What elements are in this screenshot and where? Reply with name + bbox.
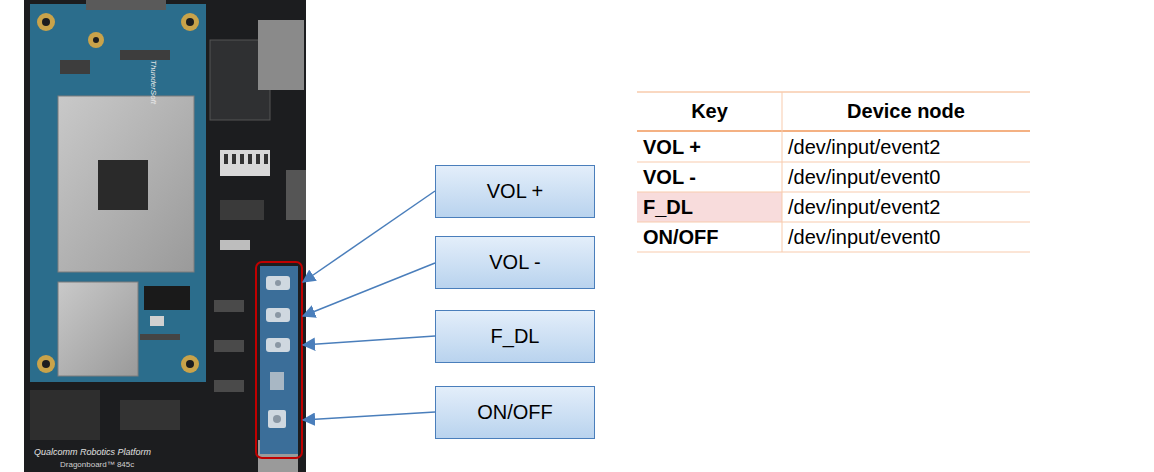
callout-label: VOL - [479, 251, 551, 274]
table-rule [637, 162, 1030, 163]
silkscreen-text: ThunderSoft [148, 60, 160, 150]
table-rule [637, 130, 1030, 132]
callout-box: ON/OFF [435, 386, 595, 439]
table-rule [637, 192, 1030, 193]
table-cell: F_DL [637, 192, 782, 222]
carrier-board [24, 0, 306, 472]
sd-slot [258, 20, 304, 90]
leader-arrow [303, 263, 435, 316]
callout-box: F_DL [435, 310, 595, 363]
table-rule [637, 92, 1030, 93]
silkscreen-text: Dragonboard™ 845c [60, 458, 210, 470]
table-cell: /dev/input/event2 [782, 192, 1030, 222]
silkscreen-text: Qualcomm Robotics Platform [34, 446, 204, 458]
dip-switch [220, 150, 270, 176]
rf-shield [58, 282, 138, 376]
callout-label: VOL + [477, 180, 554, 203]
rf-shield [58, 96, 194, 272]
table-rule [782, 92, 783, 252]
table-cell: ON/OFF [637, 222, 782, 252]
button-strip [260, 266, 298, 454]
table-header: Key [637, 92, 782, 131]
leader-arrow [303, 412, 435, 420]
table-cell: /dev/input/event2 [782, 132, 1030, 162]
table-cell: /dev/input/event0 [782, 222, 1030, 252]
table-cell: /dev/input/event0 [782, 162, 1030, 192]
leader-arrow [303, 191, 435, 282]
som-board [30, 4, 206, 382]
callout-box: VOL - [435, 236, 595, 289]
leader-arrow [303, 336, 435, 345]
table-rule [637, 252, 1030, 253]
callout-label: F_DL [481, 325, 550, 348]
table-cell: VOL - [637, 162, 782, 192]
cell-highlight [637, 192, 782, 222]
table-cell: VOL + [637, 132, 782, 162]
callout-box: VOL + [435, 165, 595, 218]
table-header: Device node [782, 92, 1030, 131]
table-rule [637, 222, 1030, 223]
highlight-frame [256, 262, 302, 458]
callout-label: ON/OFF [467, 401, 563, 424]
